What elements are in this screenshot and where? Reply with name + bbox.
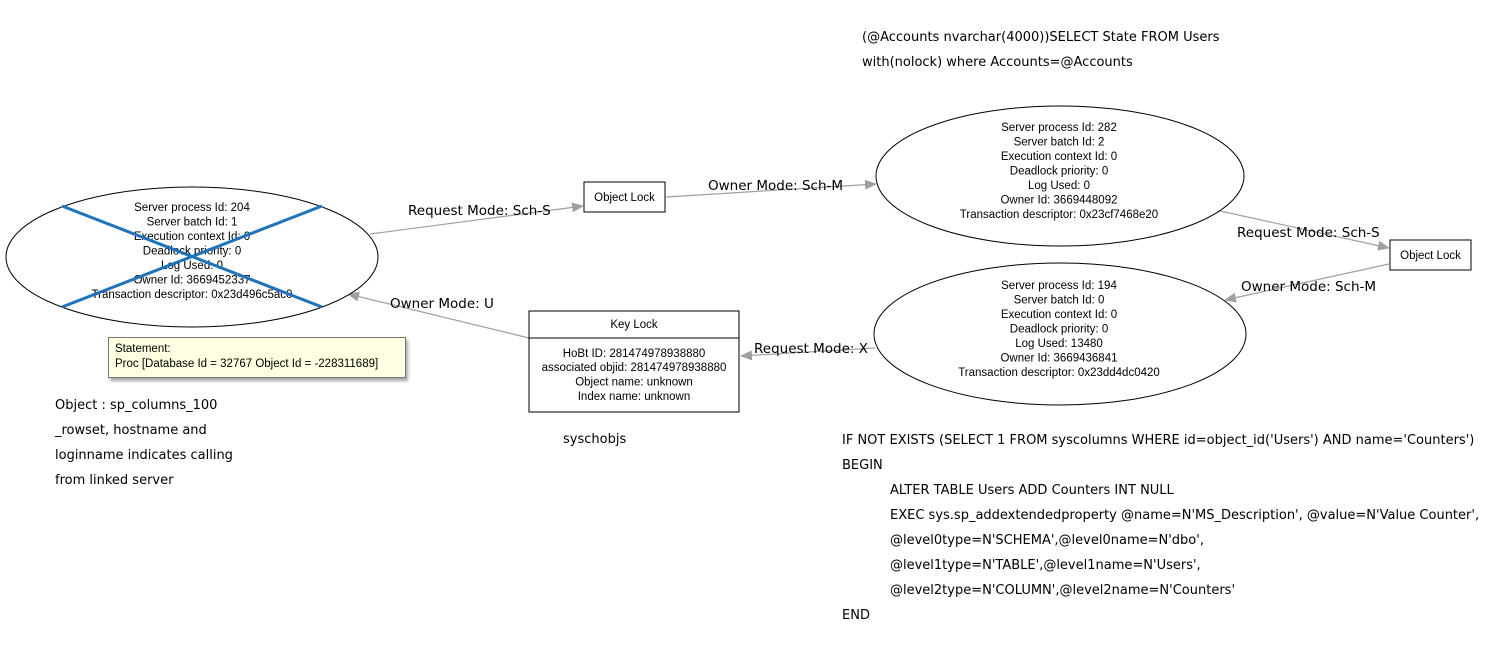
victim-x-marker [61,204,323,309]
edge-request-sch-s-right [1219,210,1390,251]
key-lock-line: Object name: unknown [575,377,693,389]
note-line: with(nolock) where Accounts=@Accounts [862,55,1133,70]
object-note: Object : sp_columns_100 _rowset, hostnam… [55,393,233,493]
note-line: (@Accounts nvarchar(4000))SELECT State F… [862,30,1220,45]
note-line: _rowset, hostname and [55,423,207,438]
sql-line: END [842,608,870,623]
sql-line: ALTER TABLE Users ADD Counters INT NULL [890,483,1174,498]
object-lock-node-right[interactable]: Object Lock [1389,239,1472,271]
sql-line: @level2type=N'COLUMN',@level2name=N'Coun… [890,583,1236,598]
object-lock-label: Object Lock [1400,250,1461,262]
note-line: from linked server [55,473,174,488]
process-line: Log Used: 0 [1028,180,1090,192]
process-line: Owner Id: 3669448092 [1000,195,1117,207]
edge-label-owner-sch-m-top: Owner Mode: Sch-M [708,178,843,194]
edge-label-request-x: Request Mode: X [754,341,868,357]
process-line: Owner Id: 3669436841 [1000,353,1117,365]
process-line: Transaction descriptor: 0x23d496c5ac0 [92,289,293,301]
process-node-282[interactable]: Server process Id: 282 Server batch Id: … [875,105,1245,247]
process-line: Execution context Id: 0 [134,231,250,243]
sql-line: BEGIN [842,458,883,473]
process-line: Execution context Id: 0 [1001,309,1117,321]
process-node-victim-204[interactable]: Server process Id: 204 Server batch Id: … [5,186,379,328]
sql-line: IF NOT EXISTS (SELECT 1 FROM syscolumns … [842,433,1475,448]
sql-line: @level1type=N'TABLE',@level1name=N'Users… [890,558,1201,573]
process-line: Transaction descriptor: 0x23dd4dc0420 [958,367,1160,379]
key-lock-title: Key Lock [610,319,658,331]
edge-owner-u [347,291,530,339]
object-lock-node-left[interactable]: Object Lock [583,181,666,213]
process-line: Log Used: 13480 [1015,338,1103,350]
sql-line: EXEC sys.sp_addextendedproperty @name=N'… [890,508,1480,523]
alter-table-sql-note: IF NOT EXISTS (SELECT 1 FROM syscolumns … [842,428,1479,628]
process-line: Deadlock priority: 0 [1010,166,1108,178]
edge-request-sch-s-left [369,202,584,235]
process-line: Transaction descriptor: 0x23cf7468e20 [960,209,1158,221]
process-line: Server process Id: 194 [1001,280,1117,292]
key-lock-line: Index name: unknown [578,391,691,403]
process-line: Deadlock priority: 0 [1010,324,1108,336]
process-line: Server process Id: 204 [134,202,250,214]
process-line: Server batch Id: 2 [1014,137,1105,149]
process-node-194[interactable]: Server process Id: 194 Server batch Id: … [873,262,1247,406]
process-line: Execution context Id: 0 [1001,151,1117,163]
tooltip-statement: Proc [Database Id = 32767 Object Id = -2… [115,358,379,370]
syschobjs-note: syschobjs [563,427,626,452]
key-lock-node[interactable]: Key Lock HoBt ID: 281474978938880 associ… [528,310,740,413]
key-lock-line: associated objid: 281474978938880 [542,362,727,374]
statement-tooltip: Statement: Proc [Database Id = 32767 Obj… [108,337,406,378]
edge-owner-sch-m-top [665,179,877,198]
edge-label-request-sch-s-left: Request Mode: Sch-S [408,203,551,219]
tooltip-heading: Statement: [115,343,171,355]
process-line: Owner Id: 3669452337 [133,275,250,287]
object-lock-label: Object Lock [594,192,655,204]
note-line: syschobjs [563,432,627,447]
edge-owner-sch-m-bottom [1224,263,1390,303]
sql-line: @level0type=N'SCHEMA',@level0name=N'dbo'… [890,533,1204,548]
key-lock-line: HoBt ID: 281474978938880 [563,348,706,360]
note-line: loginname indicates calling [55,448,233,463]
top-query-note: (@Accounts nvarchar(4000))SELECT State F… [862,25,1220,75]
process-line: Server batch Id: 1 [147,217,238,229]
edge-label-owner-sch-m-bottom: Owner Mode: Sch-M [1241,279,1376,295]
edge-label-owner-u: Owner Mode: U [390,296,494,312]
edge-label-request-sch-s-right: Request Mode: Sch-S [1237,225,1380,241]
process-line: Server batch Id: 0 [1014,295,1105,307]
edge-request-x [740,347,876,361]
process-line: Server process Id: 282 [1001,122,1117,134]
note-line: Object : sp_columns_100 [55,398,218,413]
